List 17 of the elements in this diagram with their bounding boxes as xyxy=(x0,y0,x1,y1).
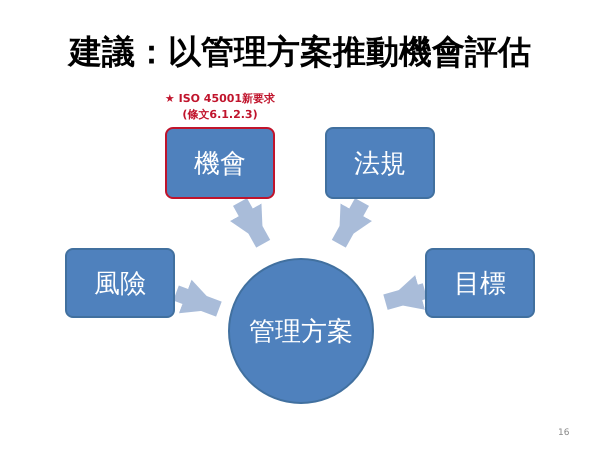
block-arrow xyxy=(230,198,270,248)
page-number: 16 xyxy=(558,428,570,438)
note-text: (條文6.1.2.3) xyxy=(181,107,259,122)
process-box xyxy=(65,248,175,318)
process-box xyxy=(325,127,435,199)
node-label: 風險 xyxy=(94,268,146,300)
block-arrow xyxy=(383,275,428,310)
block-arrow xyxy=(332,198,372,248)
process-box xyxy=(165,127,275,199)
node-label: 管理方案 xyxy=(249,316,353,348)
slide-title: 建議：以管理方案推動機會評估 xyxy=(66,31,532,73)
node-label: 機會 xyxy=(194,148,246,180)
node-label: 目標 xyxy=(454,268,506,300)
note-text: ★ ISO 45001新要求 xyxy=(164,91,276,106)
process-box xyxy=(425,248,535,318)
block-arrow xyxy=(173,280,222,317)
node-label: 法規 xyxy=(354,148,406,180)
